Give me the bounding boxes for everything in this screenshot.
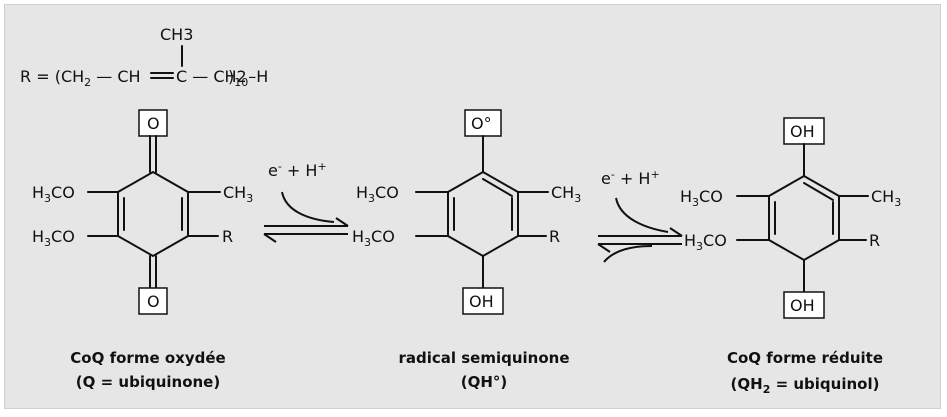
caption-line-2: (QH2 = ubiquinol): [731, 375, 880, 396]
methyl-substituent-label: CH3: [223, 183, 253, 205]
methoxy-label-bottom: H3CO: [352, 227, 395, 249]
methoxy-label-top: H3CO: [356, 183, 399, 205]
reverse-arrow-barb: [263, 233, 277, 243]
reverse-arrow-barb: [597, 243, 611, 253]
r-group-tail: C — CH2: [176, 67, 247, 86]
bottom-substituent-label: O: [147, 292, 160, 311]
caption-line-2: (Q = ubiquinone): [76, 373, 220, 391]
caption-line-2: (QH°): [461, 373, 508, 391]
top-substituent-label: O: [147, 114, 160, 133]
hydroquinone-ring: [768, 174, 840, 262]
bottom-substituent-label: OH: [469, 292, 494, 311]
reaction-1: e- + H+: [263, 160, 349, 243]
top-substituent-box: [783, 117, 825, 145]
ring-inner-top: [803, 182, 834, 201]
r-substituent-label: R: [869, 231, 880, 250]
molecule-semiquinone: O° OH H3CO H3CO CH3 R radical semiquinon…: [352, 109, 581, 391]
r-group-end: )10–H: [228, 67, 268, 89]
r-substituent-label: R: [549, 227, 560, 246]
caption-line-1: CoQ forme réduite: [727, 349, 883, 367]
r-group-formula: CH3 R = (CH2 — CH C — CH2 )10–H: [20, 25, 268, 89]
diagram-frame: [4, 4, 941, 409]
methoxy-label-bottom: H3CO: [32, 227, 75, 249]
quinone-ring: [117, 170, 189, 258]
bottom-substituent-box: [783, 291, 825, 319]
top-substituent-box: [464, 109, 502, 137]
molecule-ubiquinone: O O H3CO H3CO CH3 R CoQ forme oxydée (Q …: [32, 109, 253, 391]
r-group-text: R = (CH2 — CH: [20, 67, 141, 89]
forward-arrow-barb: [335, 217, 349, 227]
reaction-1-label: e- + H+: [268, 160, 327, 180]
methoxy-label-top: H3CO: [32, 183, 75, 205]
r-substituent-label: R: [222, 227, 233, 246]
reactant-curve-arrow: [615, 197, 669, 233]
methyl-substituent-label: CH3: [551, 183, 581, 205]
semiquinone-ring: [447, 170, 519, 258]
bottom-substituent-box: [462, 287, 504, 315]
product-curve-arrow: [603, 245, 653, 263]
methyl-substituent-label: CH3: [871, 187, 901, 209]
methyl-label: CH3: [160, 25, 193, 44]
caption-line-1: radical semiquinone: [398, 349, 569, 367]
forward-arrow-barb: [669, 227, 683, 237]
top-substituent-label: OH: [790, 122, 815, 141]
top-substituent-box: [138, 109, 168, 137]
caption-line-1: CoQ forme oxydée: [70, 349, 225, 367]
bottom-substituent-label: OH: [790, 296, 815, 315]
methoxy-label-top: H3CO: [680, 187, 723, 209]
reaction-2-label: e- + H+: [601, 168, 660, 188]
reactant-curve-arrow: [281, 191, 335, 223]
molecule-ubiquinol: OH OH H3CO H3CO CH3 R CoQ forme réduite …: [680, 117, 901, 396]
ring-inner-top: [482, 178, 513, 197]
bottom-substituent-box: [138, 287, 168, 315]
top-substituent-label: O°: [471, 114, 492, 133]
methoxy-label-bottom: H3CO: [684, 231, 727, 253]
reaction-2: e- + H+: [597, 168, 683, 263]
